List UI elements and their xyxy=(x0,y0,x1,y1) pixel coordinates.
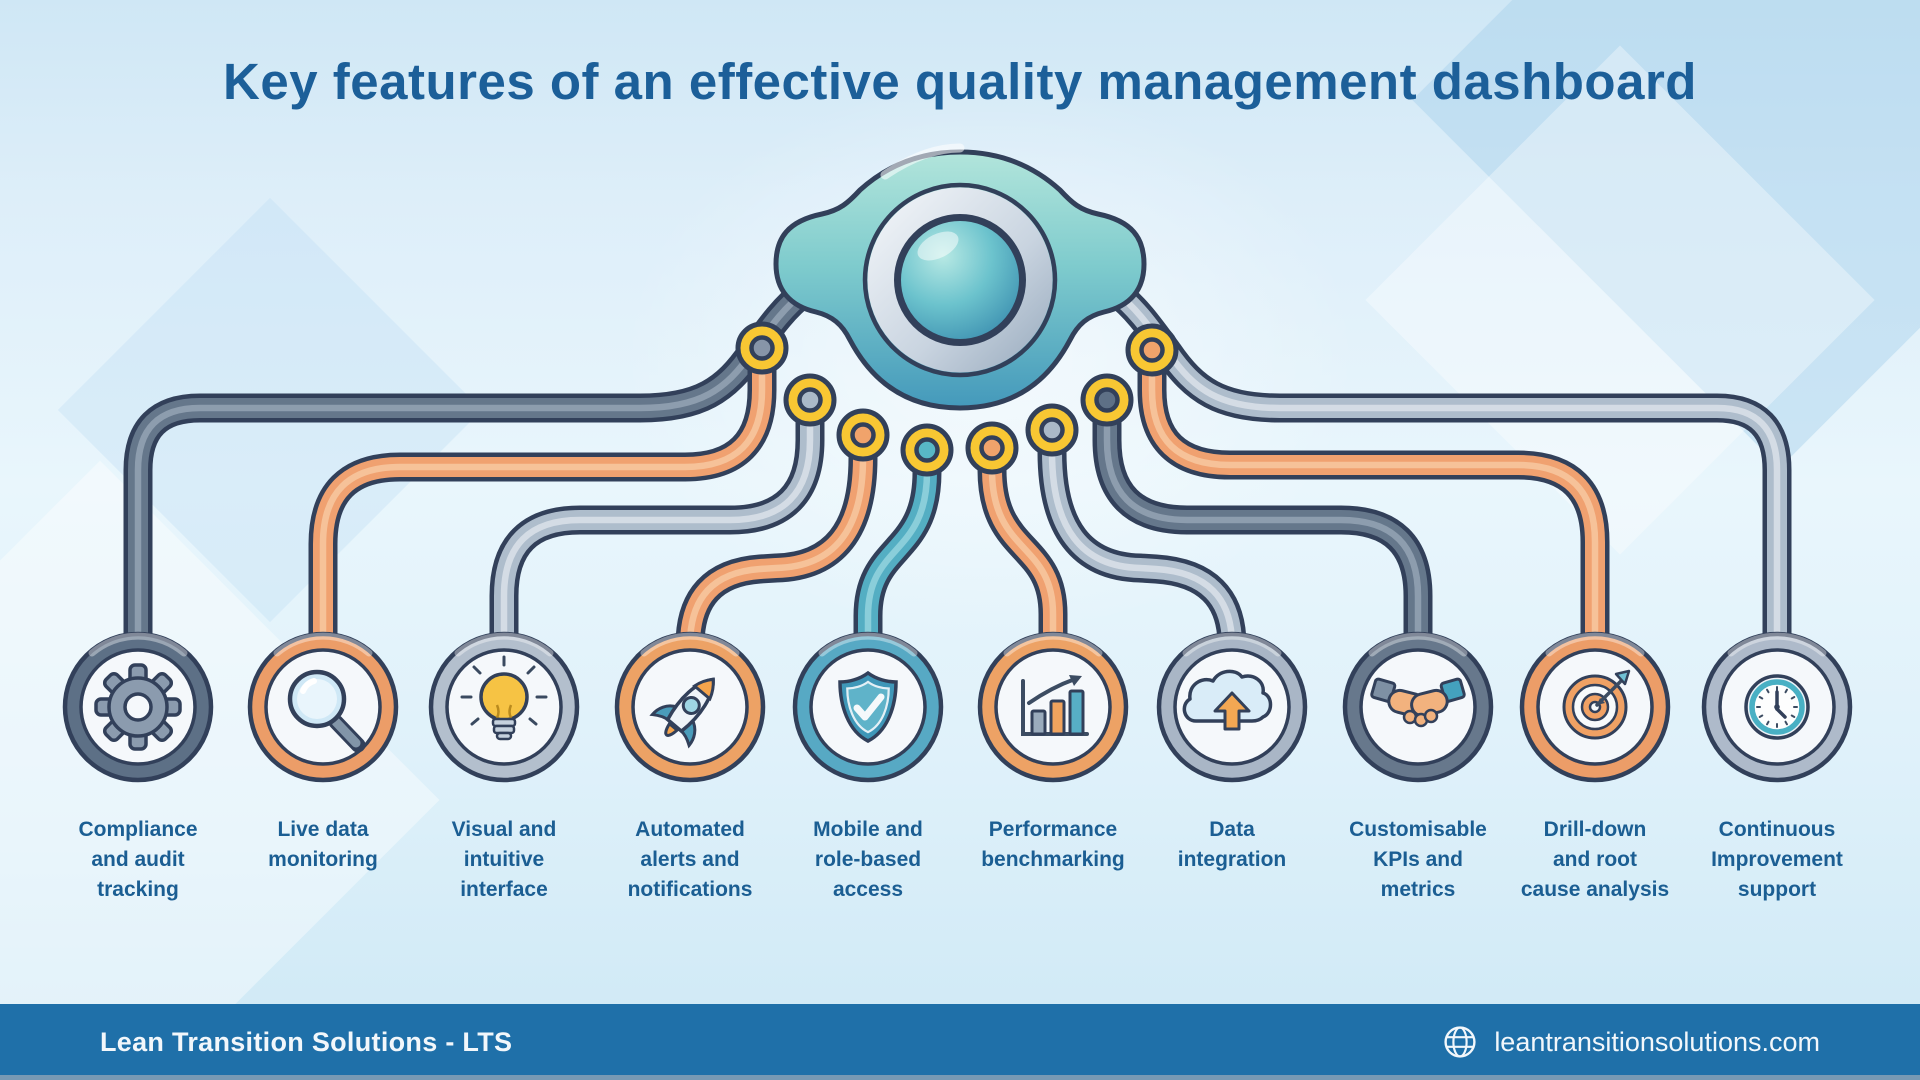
connector-pin xyxy=(1125,323,1179,377)
gear-icon xyxy=(94,663,182,751)
feature-item-compliance: Compliance and audit tracking xyxy=(47,627,229,905)
central-hub xyxy=(773,143,1147,411)
feature-item-data-integration: Data integration xyxy=(1141,627,1323,875)
connector-mobile xyxy=(868,452,927,652)
feature-label: Continuous Improvement support xyxy=(1711,818,1843,901)
connector-pin xyxy=(735,321,789,375)
feature-label: Performance benchmarking xyxy=(981,818,1125,871)
feature-label: Data integration xyxy=(1177,818,1287,871)
feature-label: Automated alerts and notifications xyxy=(627,818,753,901)
feature-label: Drill-down and root cause analysis xyxy=(1520,818,1670,901)
rocket-badge xyxy=(614,631,766,783)
feature-label: Customisable KPIs and metrics xyxy=(1349,818,1487,901)
connector-pin xyxy=(1080,373,1134,427)
brand-name: Lean Transition Solutions - LTS xyxy=(100,1026,513,1057)
handshake-badge xyxy=(1342,631,1494,783)
feature-item-visual: Visual and intuitive interface xyxy=(413,627,595,905)
connector-pin xyxy=(965,421,1019,475)
website: leantransitionsolutions.com xyxy=(1442,1024,1820,1060)
shield-badge xyxy=(792,631,944,783)
cloud-upload-icon xyxy=(1182,669,1273,731)
cloud-upload-badge xyxy=(1156,631,1308,783)
feature-item-continuous: Continuous Improvement support xyxy=(1686,627,1868,905)
feature-item-kpis: Customisable KPIs and metrics xyxy=(1327,627,1509,905)
target-icon xyxy=(1562,669,1631,740)
connector-pin xyxy=(900,423,954,477)
connector-pin xyxy=(836,408,890,462)
rocket-icon xyxy=(649,677,715,749)
feature-item-benchmarking: Performance benchmarking xyxy=(962,627,1144,875)
feature-item-live-data: Live data monitoring xyxy=(232,627,414,875)
shield-check-icon xyxy=(838,670,898,743)
clock-badge xyxy=(1701,631,1853,783)
connector-pin xyxy=(783,373,837,427)
globe-icon xyxy=(1444,1026,1476,1058)
bar-chart-badge xyxy=(977,631,1129,783)
feature-label: Compliance and audit tracking xyxy=(78,818,198,901)
feature-label: Live data monitoring xyxy=(268,818,378,871)
lightbulb-badge xyxy=(428,631,580,783)
gear-badge xyxy=(62,631,214,783)
footer-bar: Lean Transition Solutions - LTS leantran… xyxy=(0,1004,1920,1080)
bar-chart-icon xyxy=(1021,675,1089,736)
clock-icon xyxy=(1744,674,1810,740)
feature-label: Mobile and role-based access xyxy=(813,818,923,901)
feature-item-alerts: Automated alerts and notifications xyxy=(599,627,781,905)
feature-item-mobile: Mobile and role-based access xyxy=(777,627,959,905)
feature-item-drill-down: Drill-down and root cause analysis xyxy=(1504,627,1686,905)
magnifier-icon xyxy=(287,669,366,753)
lightbulb-icon xyxy=(460,655,548,741)
handshake-icon xyxy=(1370,677,1466,728)
page-title: Key features of an effective quality man… xyxy=(223,53,1697,110)
target-badge xyxy=(1519,631,1671,783)
connector-pin xyxy=(1025,403,1079,457)
feature-label: Visual and intuitive interface xyxy=(451,818,557,901)
website-url: leantransitionsolutions.com xyxy=(1494,1026,1820,1057)
magnifier-badge xyxy=(247,631,399,783)
